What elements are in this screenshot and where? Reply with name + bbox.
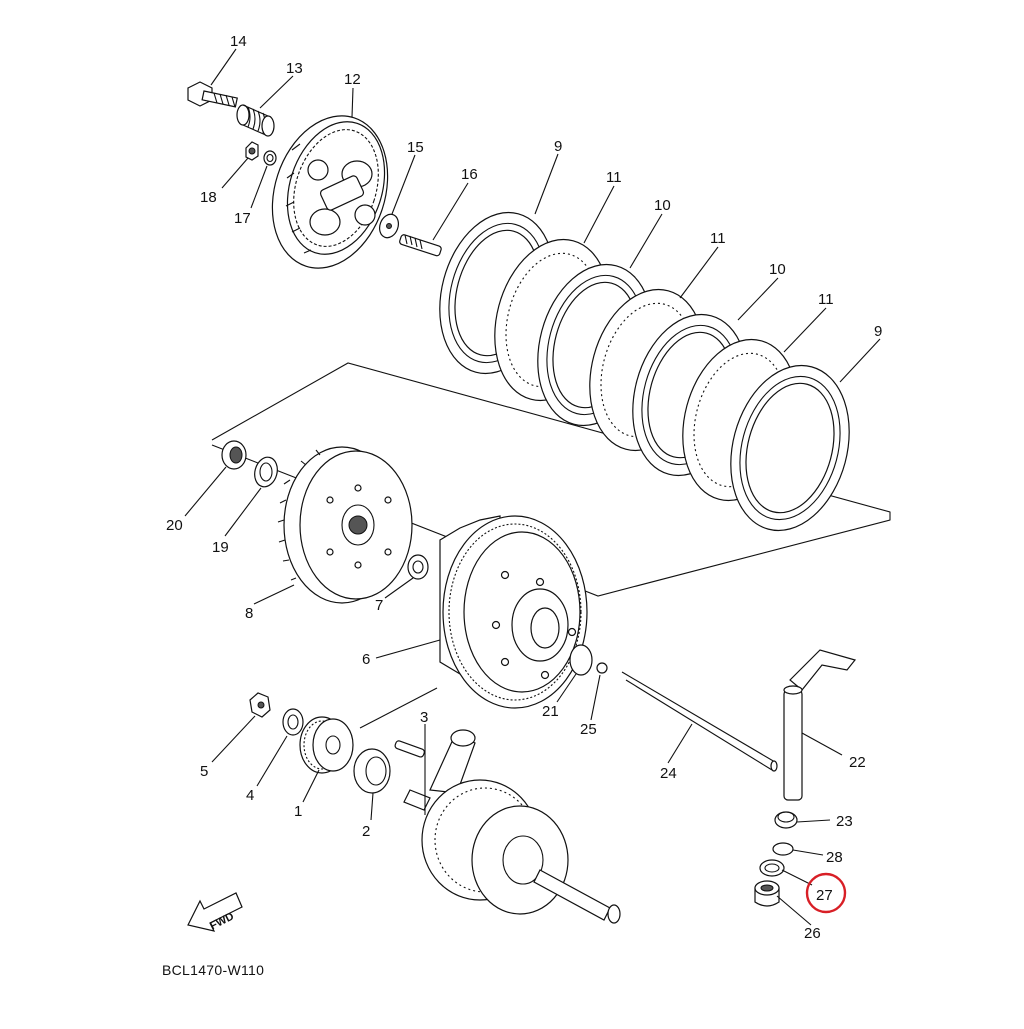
callout-7: 7 [375, 597, 383, 614]
callout-25: 25 [580, 721, 597, 738]
callout-15: 15 [407, 139, 424, 156]
callout-6: 6 [362, 651, 370, 668]
part-21-oring [569, 644, 593, 676]
callout-3: 3 [420, 709, 428, 726]
callout-28: 28 [826, 849, 843, 866]
friction-plate-9-rear [730, 364, 850, 532]
part-4-washer [282, 708, 304, 736]
callout-11-a: 11 [606, 169, 622, 186]
callout-10-b: 10 [769, 261, 786, 278]
part-28-washer [772, 842, 794, 856]
callout-11-c: 11 [818, 291, 834, 308]
callout-22: 22 [849, 754, 866, 771]
callout-9-rear: 9 [874, 323, 882, 340]
part-7-washer [407, 554, 429, 580]
callout-5: 5 [200, 763, 208, 780]
callout-13: 13 [286, 60, 303, 77]
part-22-push-lever [783, 649, 857, 801]
callout-16: 16 [461, 166, 478, 183]
callout-1: 1 [294, 803, 302, 820]
callout-21: 21 [542, 703, 559, 720]
callout-18: 18 [200, 189, 217, 206]
callout-27: 27 [816, 887, 833, 904]
part-5-nut [249, 692, 271, 718]
callout-2: 2 [362, 823, 370, 840]
part-2-collar [353, 748, 391, 794]
callout-24: 24 [660, 765, 677, 782]
callout-23: 23 [836, 813, 853, 830]
callout-10-a: 10 [654, 197, 671, 214]
part-27-oil-seal [759, 859, 785, 877]
part-18-nut [245, 141, 259, 161]
part-19-lock-washer [254, 456, 278, 488]
callout-4: 4 [246, 787, 254, 804]
fwd-arrow: FWD [187, 892, 243, 933]
callout-17: 17 [234, 210, 251, 227]
callout-12: 12 [344, 71, 361, 88]
callout-26: 26 [804, 925, 821, 942]
part-8-clutch-boss [277, 446, 413, 604]
part-20-nut [221, 440, 247, 470]
callout-11-b: 11 [710, 230, 726, 247]
callout-8: 8 [245, 605, 253, 622]
callout-19: 19 [212, 539, 229, 556]
part-26-bearing [754, 880, 780, 907]
part-25-ball [596, 662, 608, 674]
highlight-circle-part-27 [805, 872, 847, 914]
crankshaft [403, 729, 621, 924]
part-3-key [394, 740, 425, 758]
part-14-bolt [187, 81, 238, 108]
part-23-spring [774, 811, 798, 829]
part-1-primary-drive-gear [299, 716, 354, 774]
part-24-push-rod [621, 671, 778, 772]
callout-9-front: 9 [554, 138, 562, 155]
part-13-spring [236, 104, 275, 137]
part-17-washer [263, 150, 277, 166]
callout-14: 14 [230, 33, 247, 50]
callout-20: 20 [166, 517, 183, 534]
part-6-clutch-housing [439, 515, 588, 709]
part-16-push-rod [399, 234, 442, 257]
diagram-code: BCL1470-W110 [162, 962, 264, 978]
part-12-pressure-plate [271, 115, 389, 269]
callout-labels: 14 13 12 18 17 15 16 9 11 10 11 10 11 9 … [166, 33, 882, 942]
part-15-washer [378, 213, 400, 239]
leader-lines [184, 48, 881, 926]
